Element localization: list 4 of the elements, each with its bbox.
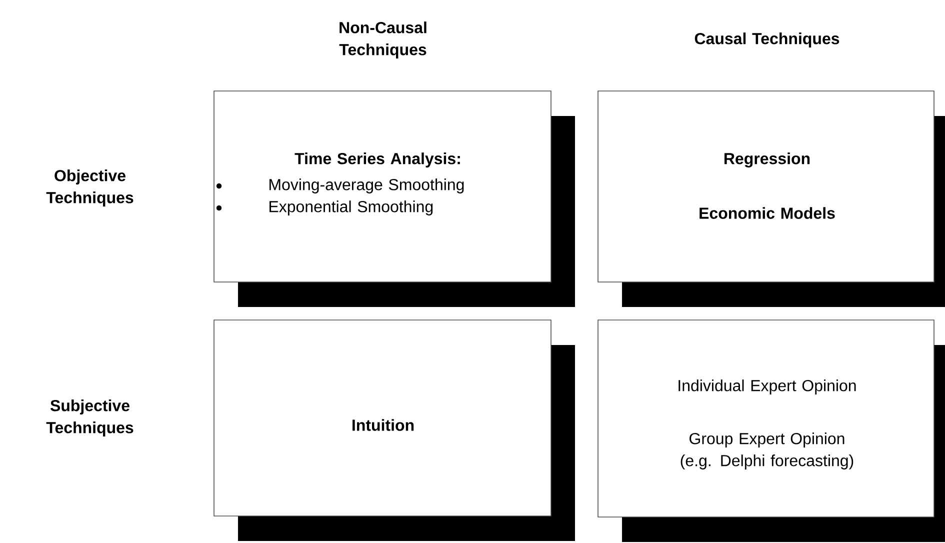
column-heading: Non-Causal Techniques [339,22,426,58]
column-heading: Causal Techniques [694,32,840,48]
row-heading: Objective Techniques [46,170,134,206]
row-heading: Subjective Techniques [46,400,134,436]
